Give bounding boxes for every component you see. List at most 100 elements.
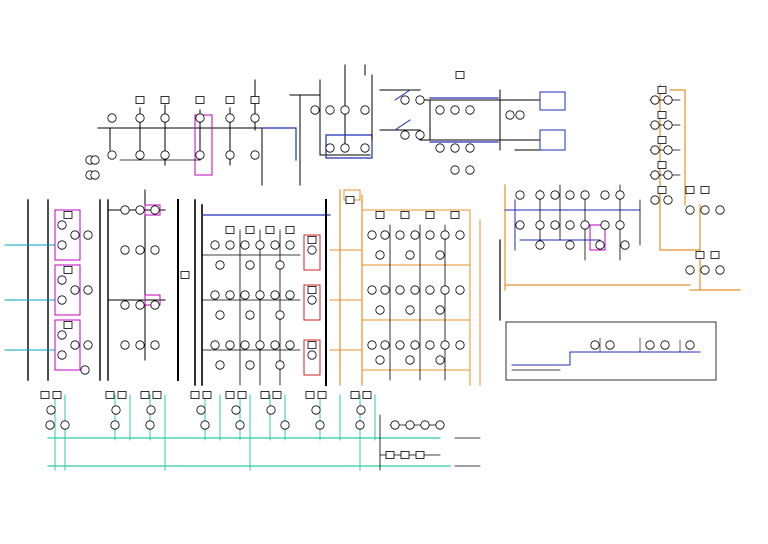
meter-symbol [663, 195, 673, 205]
meter-symbol [395, 340, 405, 350]
breaker-symbol [657, 161, 667, 169]
meter-symbol [245, 260, 255, 270]
meter-symbol [225, 150, 235, 160]
meter-symbol [465, 105, 475, 115]
symbol-layer [40, 71, 725, 459]
meter-symbol [340, 105, 350, 115]
breaker-symbol [695, 251, 705, 259]
breaker-symbol [700, 186, 710, 194]
meter-symbol [135, 340, 145, 350]
meter-symbol [660, 340, 670, 350]
meter-symbol [83, 340, 93, 350]
meter-symbol [435, 420, 445, 430]
breaker-symbol [260, 391, 270, 399]
meter-symbol [405, 305, 415, 315]
breaker-symbol [117, 391, 127, 399]
meter-symbol [663, 170, 673, 180]
meter-symbol [590, 340, 600, 350]
meter-symbol [225, 340, 235, 350]
meter-symbol [650, 120, 660, 130]
meter-symbol [275, 310, 285, 320]
meter-symbol [135, 150, 145, 160]
meter-symbol [645, 340, 655, 350]
meter-symbol [435, 305, 445, 315]
meter-symbol [355, 420, 365, 430]
meter-symbol [111, 405, 121, 415]
breaker-symbol [385, 451, 395, 459]
breaker-symbol [307, 236, 317, 244]
meter-symbol [435, 143, 445, 153]
breaker-symbol [400, 211, 410, 219]
breaker-symbol [105, 391, 115, 399]
breaker-symbol [63, 321, 73, 329]
meter-symbol [145, 420, 155, 430]
meter-symbol [685, 340, 695, 350]
meter-symbol [275, 260, 285, 270]
meter-symbol [270, 240, 280, 250]
meter-symbol [215, 260, 225, 270]
meter-symbol [450, 105, 460, 115]
meter-symbol [107, 113, 117, 123]
breaker-symbol [250, 96, 260, 104]
breaker-symbol [225, 226, 235, 234]
meter-symbol [255, 340, 265, 350]
meter-symbol [440, 230, 450, 240]
breaker-symbol [685, 186, 695, 194]
meter-symbol [425, 230, 435, 240]
meter-symbol [150, 205, 160, 215]
meter-symbol [46, 405, 56, 415]
meter-symbol [356, 405, 366, 415]
breaker-symbol [657, 111, 667, 119]
meter-symbol [405, 250, 415, 260]
meter-symbol [663, 95, 673, 105]
meter-symbol [375, 250, 385, 260]
meter-symbol [57, 350, 67, 360]
breaker-symbol [140, 391, 150, 399]
breaker-symbol [657, 186, 667, 194]
meter-symbol [340, 143, 350, 153]
meter-symbol [146, 405, 156, 415]
meter-symbol [255, 290, 265, 300]
meter-symbol [215, 310, 225, 320]
breaker-symbol [160, 96, 170, 104]
meter-symbol [45, 420, 55, 430]
meter-symbol [375, 305, 385, 315]
meter-symbol [380, 230, 390, 240]
meter-symbol [700, 265, 710, 275]
meter-symbol [505, 110, 515, 120]
meter-symbol [225, 290, 235, 300]
meter-symbol [465, 165, 475, 175]
meter-symbol [535, 220, 545, 230]
meter-symbol [435, 105, 445, 115]
meter-symbol [311, 405, 321, 415]
breaker-symbol [195, 96, 205, 104]
meter-symbol [685, 205, 695, 215]
meter-symbol [380, 285, 390, 295]
meter-symbol [70, 230, 80, 240]
meter-symbol [135, 300, 145, 310]
meter-symbol [240, 240, 250, 250]
meter-symbol [405, 355, 415, 365]
meter-symbol [535, 190, 545, 200]
meter-symbol [455, 340, 465, 350]
meter-symbol [235, 420, 245, 430]
breaker-symbol [190, 391, 200, 399]
breaker-symbol [180, 271, 190, 279]
meter-symbol [580, 220, 590, 230]
meter-symbol [250, 150, 260, 160]
meter-symbol [325, 143, 335, 153]
meter-symbol [231, 405, 241, 415]
legend-box [505, 321, 717, 381]
meter-symbol [620, 240, 630, 250]
meter-symbol [600, 220, 610, 230]
meter-symbol [310, 105, 320, 115]
meter-symbol [307, 295, 317, 305]
meter-symbol [415, 95, 425, 105]
meter-symbol [266, 405, 276, 415]
meter-symbol [440, 285, 450, 295]
meter-symbol [415, 130, 425, 140]
meter-symbol [135, 205, 145, 215]
meter-symbol [410, 285, 420, 295]
